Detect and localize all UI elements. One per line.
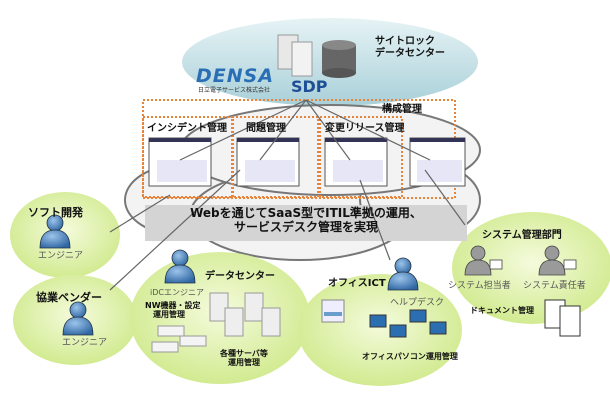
site-label-line2: データセンター	[375, 47, 445, 59]
server-icon	[277, 34, 313, 77]
system-staff-role: システム担当者	[448, 281, 511, 291]
staff-icon	[464, 245, 577, 276]
idc-engineer-role: iDCエンジニア	[150, 288, 204, 297]
banner-background	[145, 205, 467, 241]
srv-line1: 各種サーバ等	[220, 349, 268, 358]
datacenter-title: データセンター	[205, 271, 275, 282]
vendor-title: 協業ベンダー	[36, 291, 102, 304]
database-icon	[322, 40, 356, 78]
screen-config	[409, 137, 466, 187]
server-management-label: 各種サーバ等 運用管理	[220, 349, 268, 367]
banner-line1: Webを通じてSaaS型でITIL準拠の運用、	[190, 206, 422, 220]
office-pc-label: オフィスパソコン運用管理	[362, 352, 458, 361]
network-device-icons	[151, 325, 207, 353]
config-management-label: 構成管理	[382, 104, 422, 115]
sdp-label: SDP	[291, 77, 328, 96]
densa-logo: DENSA	[196, 65, 275, 87]
screen-incident	[148, 137, 212, 187]
connection-lines	[109, 99, 466, 291]
document-icon	[544, 299, 581, 337]
person-icon	[39, 214, 419, 336]
problem-management-label: 問題管理	[246, 123, 286, 134]
screen-change	[324, 137, 388, 187]
nw-management-label: NW機器・設定 運用管理	[145, 301, 201, 319]
screen-problem	[236, 137, 300, 187]
change-release-label: 変更リリース管理	[325, 123, 405, 134]
incident-management-label: インシデント管理	[147, 123, 227, 134]
site-label: サイトロック データセンター	[375, 36, 445, 59]
helpdesk-role: ヘルプデスク	[390, 298, 445, 308]
site-label-line1: サイトロック	[375, 36, 435, 47]
system-manager-role: システム責任者	[523, 281, 586, 291]
sysadmin-title: システム管理部門	[482, 230, 562, 241]
vendor-role: エンジニア	[62, 338, 108, 348]
printer-icon	[321, 299, 345, 323]
nw-line1: NW機器・設定	[145, 301, 201, 310]
srv-line2: 運用管理	[228, 358, 260, 368]
laptop-icons	[369, 309, 447, 338]
rack-server-icons	[209, 292, 281, 337]
nw-line2: 運用管理	[153, 310, 185, 320]
screen-thumbnails	[148, 137, 466, 187]
bubble-sysadmin	[452, 212, 610, 324]
banner-text: Webを通じてSaaS型でITIL準拠の運用、 サービスデスク管理を実現	[145, 206, 467, 235]
banner-line2: サービスデスク管理を実現	[233, 219, 378, 234]
soft-dev-title: ソフト開発	[28, 206, 83, 219]
document-management-label: ドキュメント管理	[470, 306, 534, 315]
densa-logo-subtext: 日立電子サービス株式会社	[198, 87, 271, 94]
office-ict-title: オフィスICT	[328, 278, 386, 289]
soft-dev-role: エンジニア	[38, 251, 84, 261]
